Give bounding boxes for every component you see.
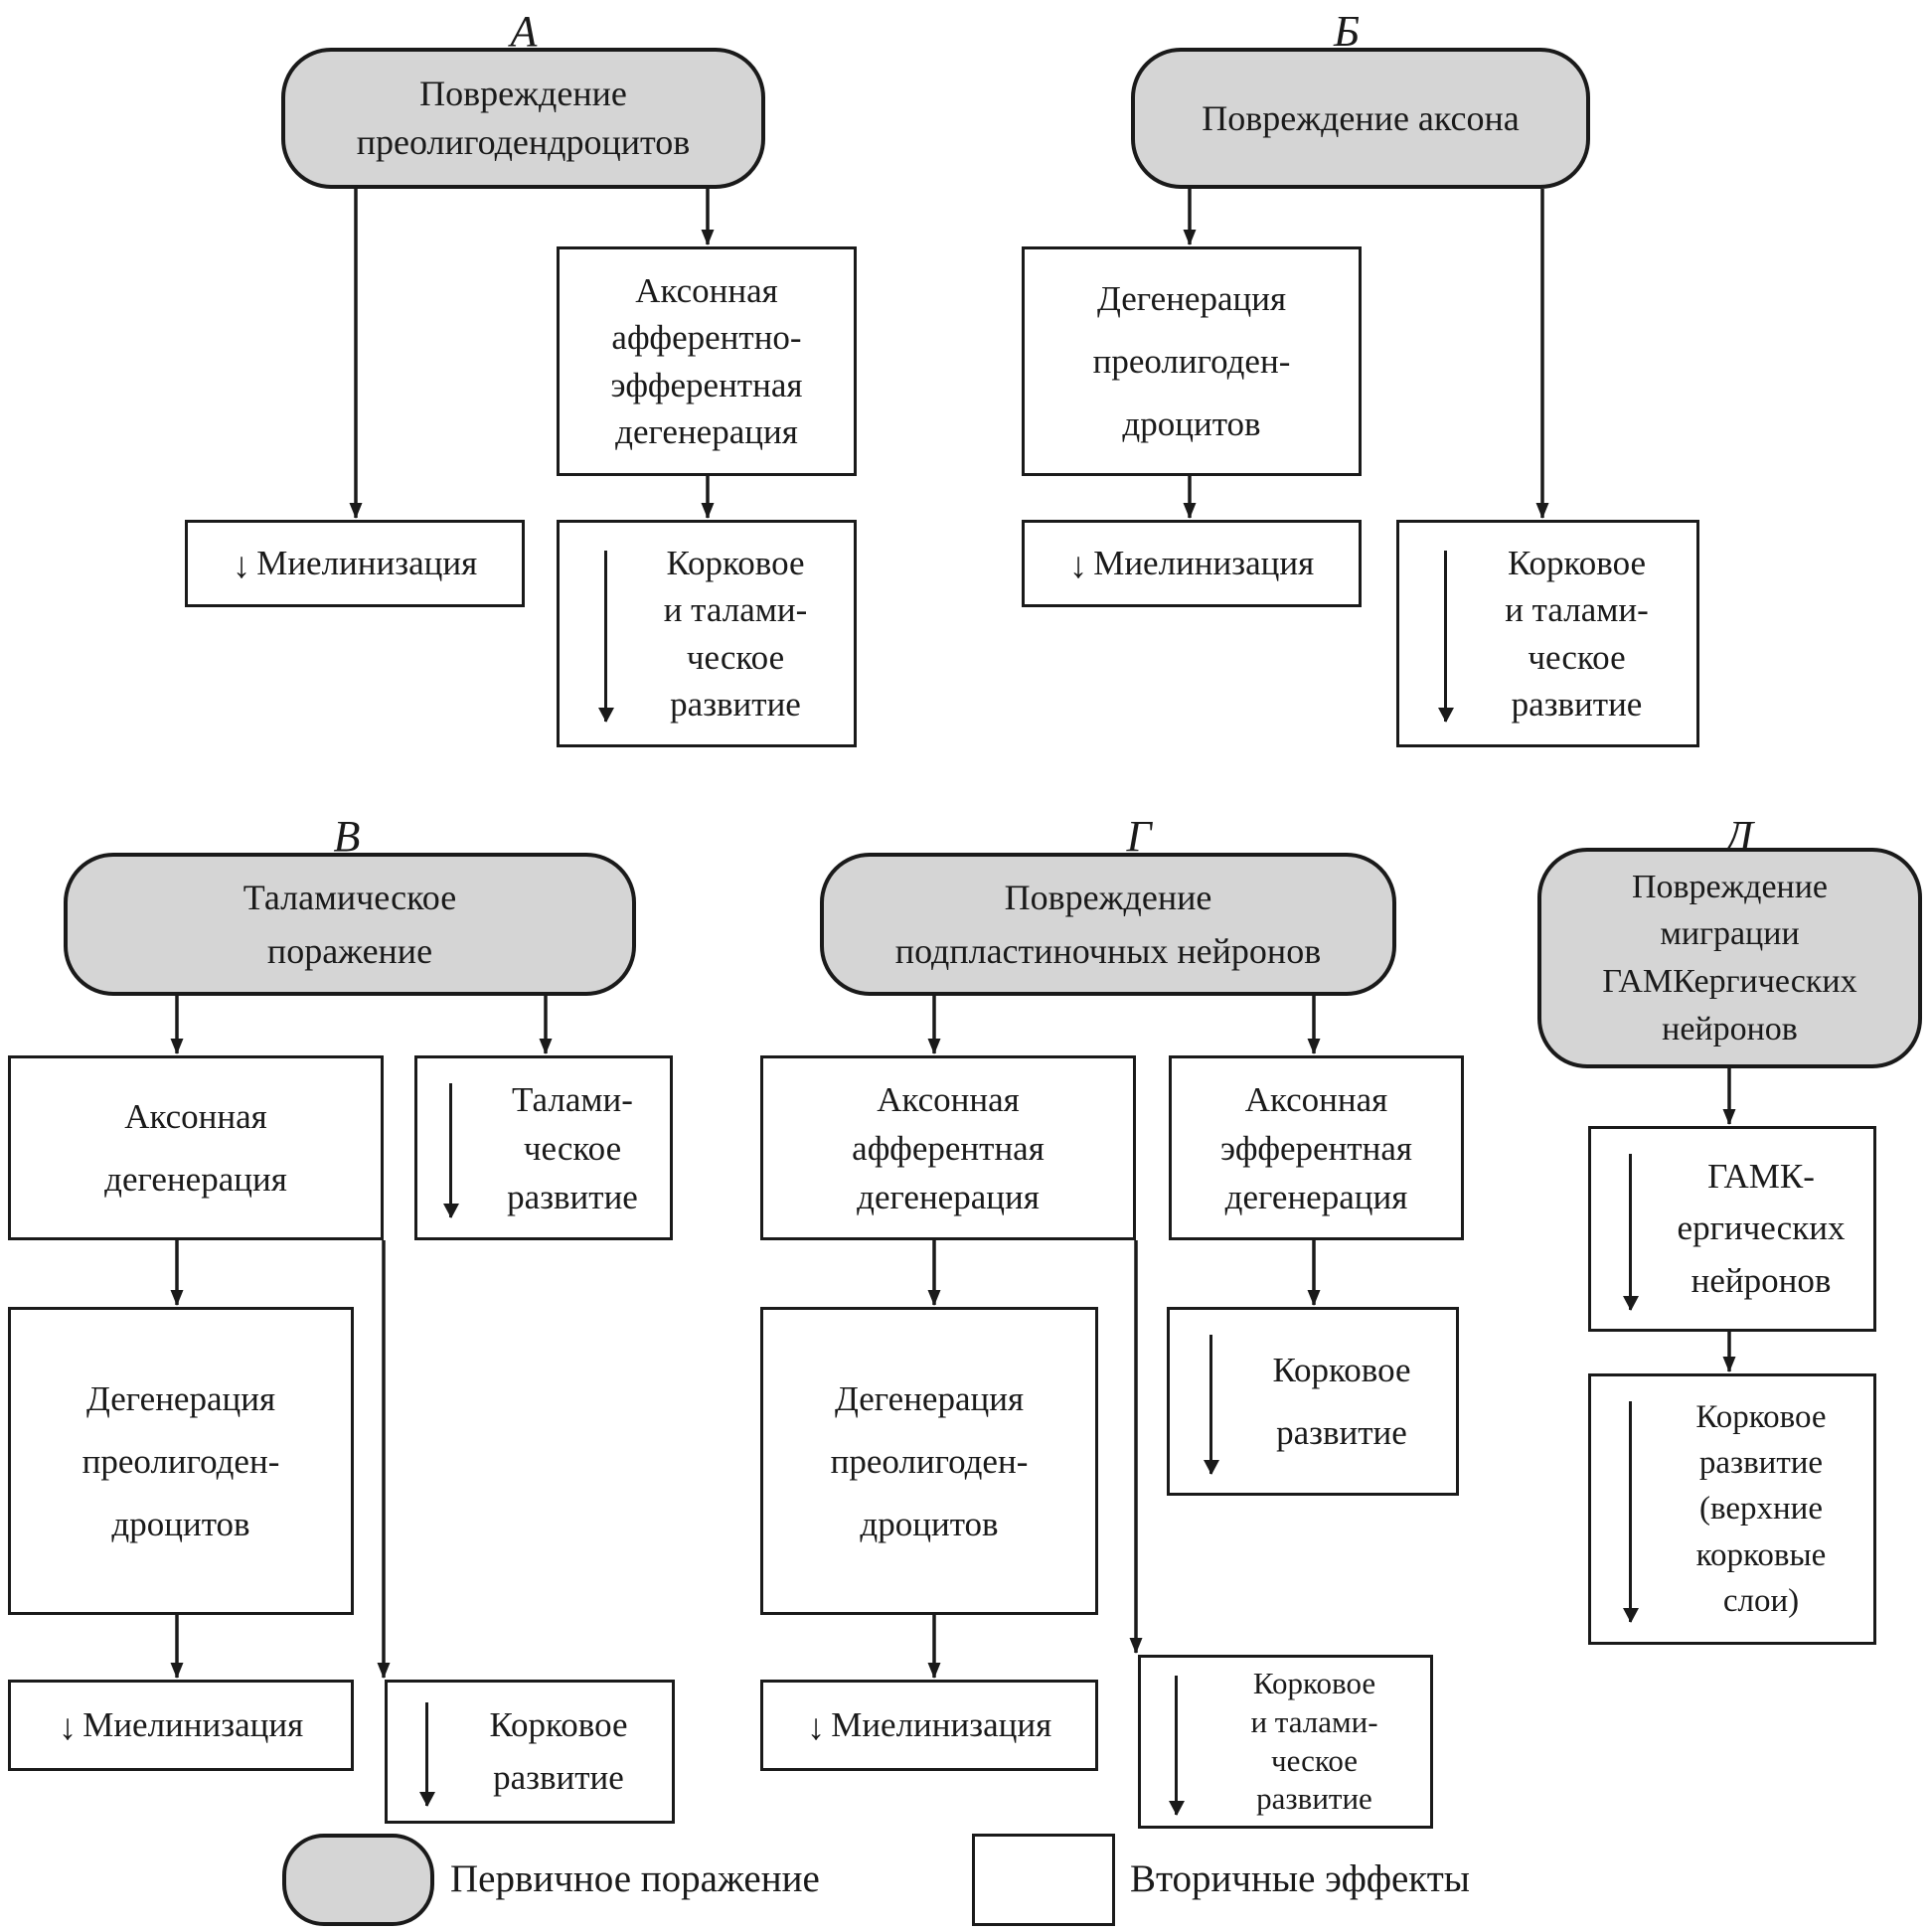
legend-primary-label: Первичное поражение	[450, 1857, 820, 1900]
decrease-arrow-icon	[1629, 1401, 1632, 1622]
node-label: Корковое развитие (верхние корковые слои…	[1695, 1399, 1827, 1619]
node-cortical-development-upper-layers: Корковое развитие (верхние корковые слои…	[1588, 1373, 1876, 1645]
node-preoligodendrocyte-degeneration-g: Дегенерация преолигоден- дроцитов	[760, 1307, 1098, 1615]
decrease-arrow-icon: ↓	[58, 1706, 78, 1748]
node-thalamic-development: Талами- ческое развитие	[414, 1055, 673, 1240]
node-label: Миелинизация	[831, 1705, 1052, 1745]
panel-a-header: А	[510, 7, 538, 56]
primary-lesion-thalamic-lesion: Таламическое поражение	[64, 853, 636, 996]
node-label: Корковое и талами- ческое развитие	[663, 544, 808, 724]
node-myelination-g: ↓Миелинизация	[760, 1680, 1098, 1771]
node-label: Корковое и талами- ческое развитие	[1250, 1666, 1378, 1817]
node-gabaergic-neurons: ГАМК- ергических нейронов	[1588, 1126, 1876, 1332]
decrease-arrow-icon	[1629, 1154, 1632, 1310]
node-label: ГАМК- ергических нейронов	[1677, 1156, 1846, 1300]
decrease-arrow-icon	[1175, 1676, 1178, 1815]
node-axonal-afferent-degeneration: Аксонная афферентная дегенерация	[760, 1055, 1136, 1240]
node-label: Миелинизация	[256, 544, 478, 583]
node-myelination-a: ↓Миелинизация	[185, 520, 525, 607]
decrease-arrow-icon	[1209, 1335, 1212, 1474]
node-myelination-v: ↓Миелинизация	[8, 1680, 354, 1771]
decrease-arrow-icon	[604, 551, 607, 722]
decrease-arrow-icon	[425, 1702, 428, 1806]
decrease-arrow-icon: ↓	[806, 1706, 826, 1748]
node-cortical-thalamic-development-a: Корковое и талами- ческое развитие	[557, 520, 857, 747]
primary-lesion-axon-damage: Повреждение аксона	[1131, 48, 1590, 189]
node-preoligodendrocyte-degeneration-b: Дегенерация преолигоден- дроцитов	[1022, 246, 1362, 476]
primary-lesion-subplate-neuron-damage: Повреждение подпластиночных нейронов	[820, 853, 1396, 996]
node-cortical-development-v: Корковое развитие	[385, 1680, 675, 1824]
decrease-arrow-icon: ↓	[232, 545, 251, 586]
node-cortical-thalamic-development-g: Корковое и талами- ческое развитие	[1138, 1655, 1433, 1829]
node-label: Корковое развитие	[489, 1705, 628, 1797]
node-label: Миелинизация	[82, 1705, 304, 1745]
panel-v-header: В	[333, 812, 361, 861]
panel-g-header: Г	[1126, 812, 1152, 861]
panel-b-header: Б	[1334, 7, 1360, 56]
decrease-arrow-icon	[1444, 551, 1447, 722]
node-axonal-afferent-efferent-degeneration: Аксонная афферентно- эфферентная дегенер…	[557, 246, 857, 476]
node-preoligodendrocyte-degeneration-v: Дегенерация преолигоден- дроцитов	[8, 1307, 354, 1615]
node-label: Миелинизация	[1093, 544, 1315, 583]
legend-secondary-label: Вторичные эффекты	[1130, 1857, 1470, 1900]
node-axonal-degeneration: Аксонная дегенерация	[8, 1055, 384, 1240]
node-label: Талами- ческое развитие	[507, 1079, 638, 1216]
decrease-arrow-icon	[449, 1083, 452, 1217]
primary-lesion-preoligodendrocyte-damage: Повреждение преолигодендроцитов	[281, 48, 765, 189]
node-cortical-thalamic-development-b: Корковое и талами- ческое развитие	[1396, 520, 1699, 747]
legend-secondary-shape	[972, 1834, 1115, 1926]
legend-primary-shape	[282, 1834, 434, 1926]
node-cortical-development-g: Корковое развитие	[1167, 1307, 1459, 1496]
decrease-arrow-icon: ↓	[1068, 545, 1088, 586]
node-axonal-efferent-degeneration: Аксонная эфферентная дегенерация	[1169, 1055, 1464, 1240]
node-label: Корковое развитие	[1272, 1351, 1411, 1452]
primary-lesion-gaba-migration-damage: Повреждение миграции ГАМКергических нейр…	[1537, 848, 1922, 1068]
node-myelination-b: ↓Миелинизация	[1022, 520, 1362, 607]
node-label: Корковое и талами- ческое развитие	[1505, 544, 1649, 724]
